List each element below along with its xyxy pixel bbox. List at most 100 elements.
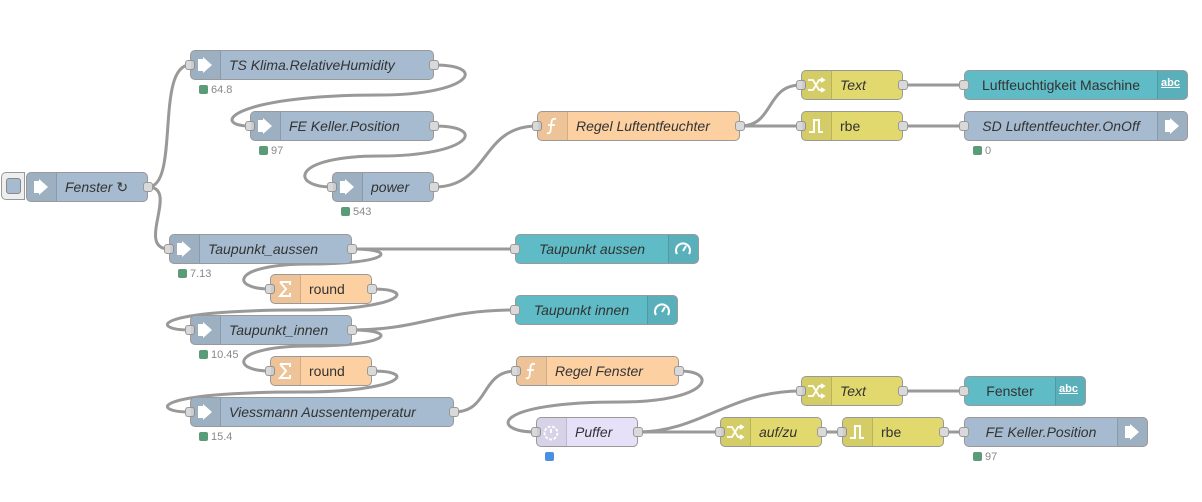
input-port[interactable] — [511, 366, 521, 376]
regel-fenster-node[interactable]: Regel Fenster — [511, 356, 684, 386]
round-1-node[interactable]: round — [265, 274, 377, 304]
shuffle-icon — [802, 71, 832, 99]
node-label: TS Klima.RelativeHumidity — [229, 57, 395, 73]
wire[interactable] — [351, 308, 516, 332]
wire[interactable] — [739, 83, 802, 128]
fe-keller-position-in-node[interactable]: FE Keller.Position 97 — [245, 111, 439, 157]
input-port[interactable] — [265, 366, 275, 376]
taupunkt-innen-gauge-node[interactable]: Taupunkt innen — [510, 295, 678, 325]
node-status: 7.13 — [178, 268, 211, 280]
input-port[interactable] — [532, 121, 542, 131]
wire[interactable] — [165, 287, 399, 332]
node-label: Taupunkt innen — [533, 302, 630, 318]
taupunkt-aussen-in-node[interactable]: Taupunkt_aussen 7.13 — [164, 234, 357, 280]
output-port[interactable] — [898, 386, 908, 396]
output-port[interactable] — [367, 284, 377, 294]
function-icon — [538, 112, 568, 140]
arrow-out-icon — [1157, 112, 1187, 140]
output-port[interactable] — [898, 121, 908, 131]
input-port[interactable] — [185, 407, 195, 417]
node-label: Regel Luftentfeuchter — [576, 118, 710, 134]
input-port[interactable] — [959, 80, 969, 90]
input-port[interactable] — [245, 121, 255, 131]
node-label: Fenster ↻ — [65, 179, 129, 195]
input-port[interactable] — [959, 121, 969, 131]
wire[interactable] — [230, 63, 467, 128]
node-status — [545, 451, 557, 463]
output-port[interactable] — [429, 121, 439, 131]
wire[interactable] — [637, 389, 802, 434]
input-port[interactable] — [327, 182, 337, 192]
gauge-icon — [668, 235, 698, 263]
wire[interactable] — [242, 247, 383, 291]
output-port[interactable] — [429, 60, 439, 70]
input-port[interactable] — [510, 305, 520, 315]
output-port[interactable] — [674, 366, 684, 376]
node-label: Viessmann Aussentemperatur — [229, 404, 416, 420]
output-port[interactable] — [633, 427, 643, 437]
fenster-inject-node[interactable]: Fenster ↻ — [1, 172, 153, 202]
input-port[interactable] — [796, 121, 806, 131]
puffer-trigger-node[interactable]: Puffer — [531, 417, 643, 461]
ts-klima-node[interactable]: TS Klima.RelativeHumidity 64.8 — [185, 50, 439, 96]
output-port[interactable] — [367, 366, 377, 376]
wire[interactable] — [147, 185, 170, 251]
taupunkt-innen-in-node[interactable]: Taupunkt_innen 10.45 — [185, 315, 357, 361]
output-port[interactable] — [449, 407, 459, 417]
input-port[interactable] — [265, 284, 275, 294]
output-port[interactable] — [939, 427, 949, 437]
node-status: 15.4 — [199, 431, 232, 443]
arrow-in-icon — [27, 173, 57, 201]
wire[interactable] — [433, 124, 538, 189]
wire[interactable] — [303, 124, 467, 189]
power-node[interactable]: power 543 — [327, 172, 439, 218]
node-label: auf/zu — [759, 424, 798, 440]
inject-button[interactable] — [1, 172, 25, 200]
regel-luftentfeuchter-node[interactable]: Regel Luftentfeuchter — [532, 111, 745, 141]
arrow-in-icon — [191, 316, 221, 344]
output-port[interactable] — [143, 182, 153, 192]
node-status: 543 — [341, 206, 371, 218]
text-1-change-node[interactable]: Text — [796, 70, 908, 100]
sd-luftentfeuchter-node[interactable]: SD Luftentfeuchter.OnOff 0 — [959, 111, 1188, 157]
round-2-node[interactable]: round — [265, 356, 377, 386]
output-port[interactable] — [429, 182, 439, 192]
output-port[interactable] — [735, 121, 745, 131]
rbe-1-node[interactable]: rbe — [796, 111, 908, 141]
function-icon — [517, 357, 547, 385]
wire[interactable] — [453, 369, 517, 414]
wire[interactable] — [506, 369, 704, 434]
rbe-2-node[interactable]: rbe — [837, 417, 949, 447]
input-port[interactable] — [959, 386, 969, 396]
viessmann-node[interactable]: Viessmann Aussentemperatur 15.4 — [185, 397, 459, 443]
input-port[interactable] — [185, 60, 195, 70]
fe-keller-position-out-node[interactable]: FE Keller.Position 97 — [959, 417, 1148, 463]
luftfeuchtigkeit-maschine-node[interactable]: Luftfeuchtigkeit Maschine abc — [959, 70, 1188, 100]
taupunkt-aussen-gauge-node[interactable]: Taupunkt aussen — [510, 234, 699, 264]
input-port[interactable] — [185, 325, 195, 335]
fenster-text-node[interactable]: Fenster abc — [959, 376, 1086, 406]
input-port[interactable] — [959, 427, 969, 437]
auf-zu-change-node[interactable]: auf/zu — [715, 417, 827, 447]
input-port[interactable] — [164, 244, 174, 254]
node-status: 97 — [259, 145, 283, 157]
input-port[interactable] — [837, 427, 847, 437]
wire[interactable] — [165, 369, 399, 414]
input-port[interactable] — [796, 386, 806, 396]
input-port[interactable] — [715, 427, 725, 437]
text-2-change-node[interactable]: Text — [796, 376, 908, 406]
node-label: rbe — [881, 424, 902, 440]
wire[interactable] — [147, 63, 191, 189]
output-port[interactable] — [347, 244, 357, 254]
output-port[interactable] — [817, 427, 827, 437]
node-label: Regel Fenster — [555, 363, 643, 379]
input-port[interactable] — [531, 427, 541, 437]
output-port[interactable] — [898, 80, 908, 90]
node-label: round — [309, 281, 345, 297]
output-port[interactable] — [347, 325, 357, 335]
input-port[interactable] — [510, 244, 520, 254]
node-label: Taupunkt aussen — [538, 241, 646, 257]
input-port[interactable] — [796, 80, 806, 90]
wire[interactable] — [242, 328, 383, 373]
